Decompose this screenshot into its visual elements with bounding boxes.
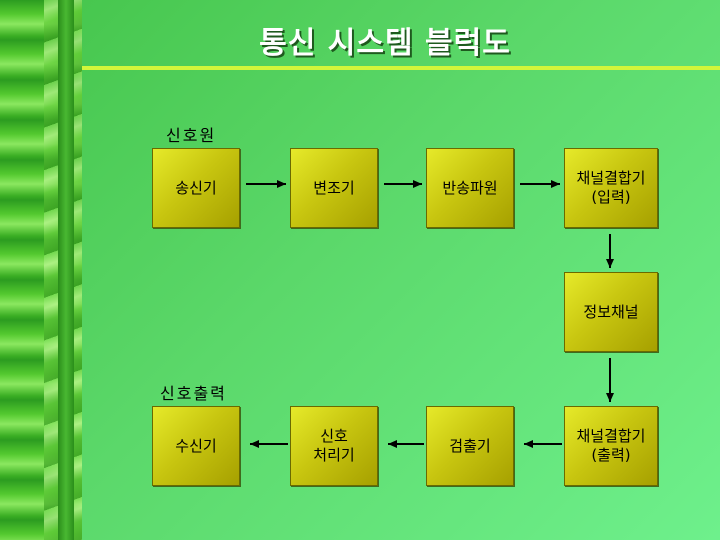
box-carrier-source: 반송파원: [426, 148, 514, 228]
box-signal-processor: 신호 처리기: [290, 406, 378, 486]
box-transmitter: 송신기: [152, 148, 240, 228]
label-signal-source: 신호원: [166, 126, 217, 145]
title-underline: [82, 66, 720, 70]
box-receiver: 수신기: [152, 406, 240, 486]
label-signal-output: 신호출력: [160, 384, 227, 403]
box-detector: 검출기: [426, 406, 514, 486]
box-channel-coupler-output: 채널결합기 (출력): [564, 406, 658, 486]
box-modulator: 변조기: [290, 148, 378, 228]
page-title: 통신 시스템 블럭도: [259, 26, 511, 61]
box-channel-coupler-input: 채널결합기 (입력): [564, 148, 658, 228]
decorative-ribbon-bar: [58, 0, 74, 540]
box-information-channel: 정보채널: [564, 272, 658, 352]
